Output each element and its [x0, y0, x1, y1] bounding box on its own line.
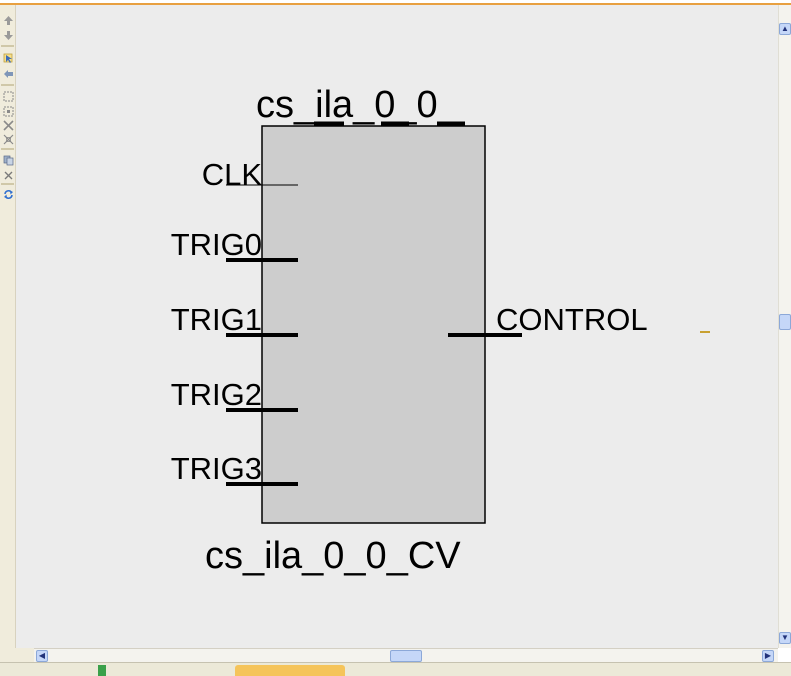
toolbar-separator: [1, 45, 14, 47]
pin-label-trig3: TRIG3: [171, 451, 262, 486]
select-arrow-icon[interactable]: [2, 52, 14, 64]
scroll-corner-left: [0, 648, 34, 662]
vertical-scrollbar[interactable]: ▲ ▼: [778, 5, 791, 648]
vertical-scroll-thumb[interactable]: [779, 314, 791, 330]
toolbar-separator: [1, 183, 14, 185]
pin-label-trig1: TRIG1: [171, 302, 262, 337]
toolbar-separator: [1, 148, 14, 150]
pin-label-trig2: TRIG2: [171, 377, 262, 412]
window-top-border: [0, 3, 791, 5]
horizontal-scrollbar[interactable]: ◀ ▶: [34, 648, 778, 663]
editor-tab-strip: [0, 662, 791, 676]
pin-label-control: CONTROL: [496, 302, 648, 337]
pan-down-icon[interactable]: [2, 29, 14, 41]
pin-label-trig0: TRIG0: [171, 227, 262, 262]
scroll-down-button[interactable]: ▼: [779, 632, 791, 644]
zoom-out-icon[interactable]: [2, 119, 14, 131]
schematic-canvas[interactable]: cs_ila_0_0 CLK TRIG0 TRIG1 TRIG2 TRIG3 C…: [16, 5, 778, 648]
copy-icon[interactable]: [2, 154, 14, 166]
zoom-to-full-icon[interactable]: [2, 90, 14, 102]
instance-name-label: cs_ila_0_0: [256, 84, 438, 126]
tab-status-icon: [98, 665, 106, 676]
vertical-toolbar: [0, 5, 16, 648]
component-name-label: cs_ila_0_0_CV: [205, 535, 461, 577]
scroll-up-button[interactable]: ▲: [779, 23, 791, 35]
scroll-right-button[interactable]: ▶: [762, 650, 774, 662]
zoom-in-icon[interactable]: [2, 105, 14, 117]
pin-label-clk: CLK: [202, 157, 263, 192]
back-arrow-icon[interactable]: [2, 68, 14, 80]
tab-active-edge[interactable]: [235, 665, 345, 676]
toolbar-separator: [1, 84, 14, 86]
zoom-fit-icon[interactable]: [2, 133, 14, 145]
refresh-icon[interactable]: [2, 188, 14, 200]
pan-up-icon[interactable]: [2, 14, 14, 26]
scroll-left-button[interactable]: ◀: [36, 650, 48, 662]
symbol-body[interactable]: [261, 125, 486, 524]
horizontal-scroll-thumb[interactable]: [390, 650, 422, 662]
schematic-drawing: cs_ila_0_0 CLK TRIG0 TRIG1 TRIG2 TRIG3 C…: [171, 84, 710, 577]
delete-icon[interactable]: [2, 169, 14, 181]
